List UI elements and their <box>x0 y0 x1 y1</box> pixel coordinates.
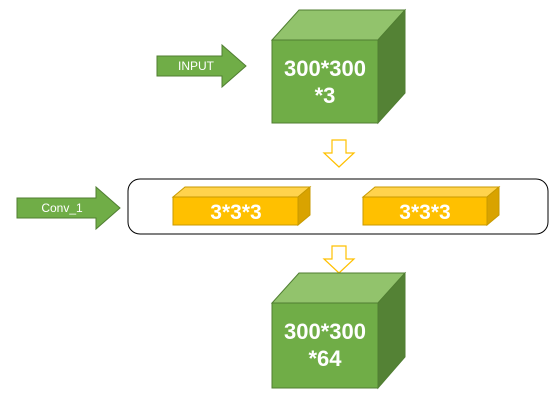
input-cube-line1: 300*300 <box>284 56 366 81</box>
kernel-block: 3*3*3 <box>361 185 501 227</box>
output-cube-line2: *64 <box>308 346 342 371</box>
output-cube: 300*300 *64 <box>270 271 407 390</box>
kernel-block: 3*3*3 <box>171 185 312 227</box>
input-cube-front <box>271 39 379 124</box>
kernel-label: 3*3*3 <box>210 201 261 224</box>
kernel-label: 3*3*3 <box>399 201 450 224</box>
down-arrow-top <box>322 139 356 168</box>
output-cube-line1: 300*300 <box>284 319 366 344</box>
conv-arrow: Conv_1 <box>16 185 121 231</box>
output-cube-front <box>271 302 379 389</box>
conv-arrow-label: Conv_1 <box>41 201 83 215</box>
input-cube-line2: *3 <box>315 83 336 108</box>
input-arrow: INPUT <box>156 43 247 89</box>
down-arrow-bottom <box>322 245 356 274</box>
input-arrow-label: INPUT <box>178 59 215 73</box>
input-cube: 300*300 *3 <box>270 8 407 125</box>
